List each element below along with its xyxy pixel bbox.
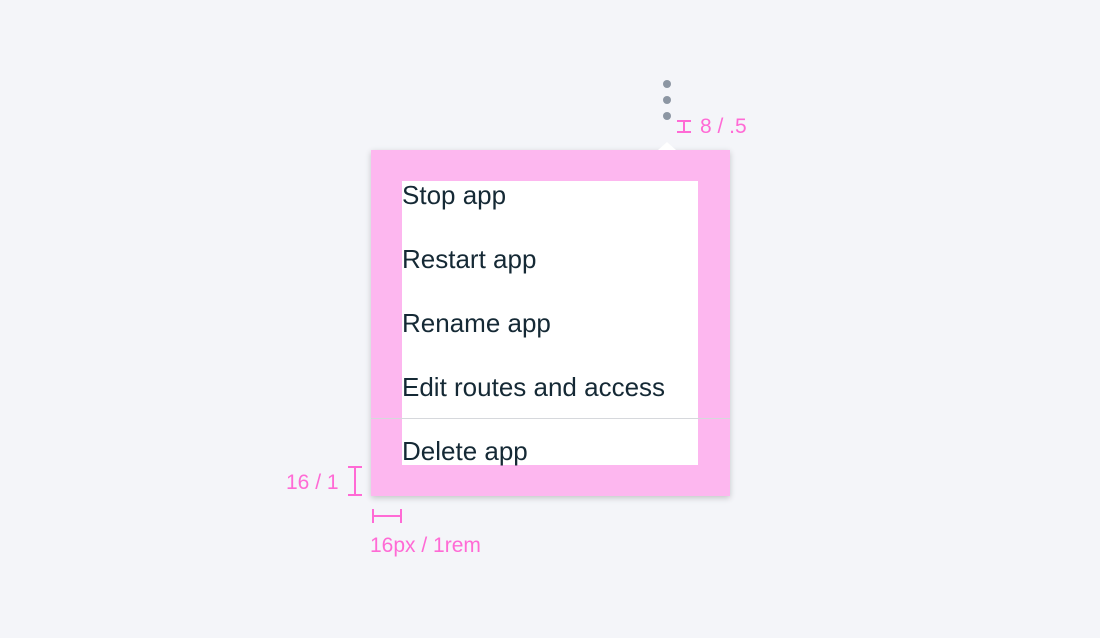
overflow-dot [663, 112, 671, 120]
menu-item-edit-routes[interactable]: Edit routes and access [402, 372, 666, 402]
vertical-padding-label: 16 / 1 [286, 471, 339, 494]
menu-content-area: Stop app Restart app Rename app Edit rou… [402, 181, 698, 465]
overflow-dot [663, 80, 671, 88]
menu-item-delete-app[interactable]: Delete app [402, 436, 528, 466]
horizontal-padding-label: 16px / 1rem [370, 534, 481, 557]
menu-item-stop-app[interactable]: Stop app [402, 180, 507, 210]
vertical-padding-measure [348, 466, 362, 496]
menu-caret [658, 142, 676, 150]
overflow-menu-button[interactable] [655, 76, 679, 124]
horizontal-padding-measure [372, 509, 402, 523]
menu-item-rename-app[interactable]: Rename app [402, 308, 551, 338]
overflow-dot [663, 96, 671, 104]
caret-gap-label: 8 / .5 [700, 115, 747, 138]
overflow-menu: Stop app Restart app Rename app Edit rou… [371, 142, 730, 496]
menu-divider [371, 418, 730, 419]
menu-item-restart-app[interactable]: Restart app [402, 244, 537, 274]
caret-gap-measure [677, 120, 691, 133]
